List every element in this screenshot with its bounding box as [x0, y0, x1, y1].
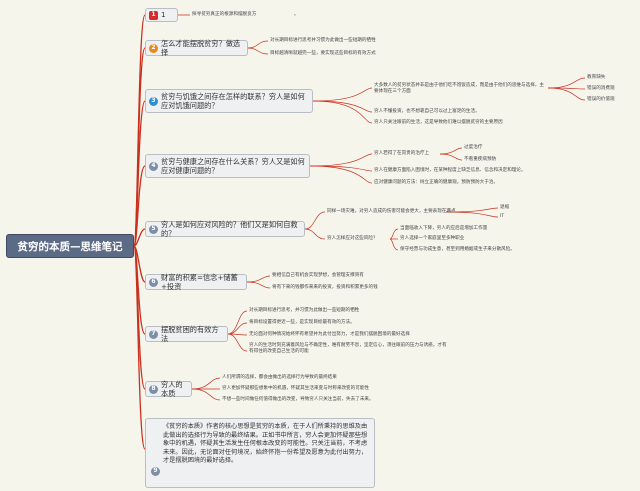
priority-3-icon: 3 — [149, 96, 158, 106]
branch-3-label: 贫穷与饥饿之间存在怎样的联系？穷人是如何应对饥饿问题的？ — [161, 91, 305, 110]
branch-6-label: 财富的积累=信念+储蓄+投资 — [161, 272, 238, 291]
branch-7-leaf[interactable]: 将目标设置得更近一些，是实现目标最有效的方法。 — [249, 320, 355, 325]
priority-4-icon: 4 — [149, 161, 158, 171]
branch-9-summary[interactable]: 9 《贫穷的本质》作者的核心思想是贫穷的本质，在于人们所秉持的思维及由此做出的选… — [145, 418, 375, 488]
branch-5-label: 穷人是如何应对风险的？他们又是如何自救的？ — [161, 219, 298, 238]
branch-2-leaf[interactable]: 目标越清晰就越完一些，要实现这些目标的有效方式 — [270, 51, 376, 56]
branch-1-leaf[interactable]: 。 — [294, 12, 299, 17]
branch-3-subleaf[interactable]: 错误的价值观 — [587, 97, 615, 102]
branch-1-label: 1 — [161, 10, 166, 20]
branch-3-topic[interactable]: 3 贫穷与饥饿之间存在怎样的联系？穷人是如何应对饥饿问题的？ — [145, 89, 313, 113]
branch-3-subleaf[interactable]: 错误的消费观 — [587, 86, 615, 91]
branch-5-subleaf[interactable]: IT — [500, 214, 505, 219]
priority-2-icon: 2 — [149, 43, 158, 53]
branch-9-text: 《贫穷的本质》作者的核心思想是贫穷的本质，在于人们所秉持的思维及由此做出的选择行… — [163, 423, 368, 465]
priority-7-icon: 7 — [149, 329, 158, 339]
branch-6-topic[interactable]: 6 财富的积累=信念+储蓄+投资 — [145, 272, 247, 291]
branch-1-topic[interactable]: 1 1 — [145, 8, 178, 22]
branch-3-leaf[interactable]: 穷人不懂投资，也不想靠自己可以过上富足的生活。 — [374, 109, 480, 114]
branch-8-leaf[interactable]: 穷人更加怀疑那些想象中的机遇，怀疑其生活来变与时称来改变的可能性 — [222, 386, 370, 391]
branch-8-topic[interactable]: 8 穷人的本质 — [145, 379, 192, 398]
priority-6-icon: 6 — [149, 277, 158, 287]
branch-3-subleaf[interactable]: 教育缺失 — [587, 75, 606, 80]
branch-4-label: 贫穷与健康之间存在什么关系？穷人又是如何应对健康问题的？ — [161, 156, 305, 175]
branch-2-label: 怎么才能摆脱贫穷？做选择 — [161, 38, 241, 57]
branch-7-leaf[interactable]: 对长期目标进行思考，并习惯为此做出一些短期的牺牲 — [249, 308, 360, 313]
root-title: 贫穷的本质—思维笔记 — [17, 240, 123, 253]
root-topic[interactable]: 贫穷的本质—思维笔记 — [6, 234, 134, 258]
branch-8-leaf[interactable]: 不想一些时间做任何值得做出的改变，导致穷人只关注当前，失去了未来。 — [222, 397, 374, 402]
branch-4-leaf[interactable]: 穷人若得了在昂贵的治疗上 — [374, 151, 430, 156]
branch-5-subleaf[interactable]: 退缩 — [500, 205, 510, 210]
branch-5-subleaf[interactable]: 保守经营与功成生意，甚至到用婚姻或生子来分散风险。 — [400, 247, 515, 252]
branch-6-leaf[interactable]: 将有下来的钱都作来来的投资，投资和积累更多的钱 — [272, 285, 378, 290]
priority-1-icon: 1 — [149, 10, 158, 20]
branch-7-leaf[interactable]: 无论面对何种情况始终怀有希望并为此付出努力，才是我们摆脱困境的最好选择 — [249, 332, 410, 337]
branch-1-leaf[interactable]: 探寻贫穷真正的根源和摆脱良方 — [192, 12, 257, 17]
branch-7-topic[interactable]: 7 摆脱贫困的有效方法 — [145, 324, 228, 343]
priority-5-icon: 5 — [149, 224, 158, 234]
branch-2-leaf[interactable]: 对长期目标进行思考并习惯为此做出一些短期的牺牲 — [270, 38, 376, 43]
branch-4-leaf[interactable]: 穷人在健康方面陷入困境时，在某种程度上缺乏信息、信念和决定和理论。 — [374, 168, 526, 173]
branch-5-leaf[interactable]: 穷人怎样应对这些风险？ — [327, 236, 378, 241]
branch-8-leaf[interactable]: 人们所谓的选择，都会由做出的选择行为导致的最终结果 — [222, 375, 337, 380]
branch-2-topic[interactable]: 2 怎么才能摆脱贫穷？做选择 — [145, 38, 248, 57]
branch-3-leaf[interactable]: 穷人只关注眼前的生活，这是导致他们难以摆脱贫穷的主要原因 — [374, 120, 503, 125]
branch-3-leaf[interactable]: 大多数人的贫穷状态并非是由于他们吃不饱饭造成，而是由于他们的思维与选择，主要体现… — [374, 83, 544, 94]
branch-5-subleaf[interactable]: 当面临收入下降，穷人的应后是增加工作量 — [400, 226, 488, 231]
branch-4-topic[interactable]: 4 贫穷与健康之间存在什么关系？穷人又是如何应对健康问题的？ — [145, 154, 310, 178]
branch-5-subleaf[interactable]: 穷人选择一个家庭里至多种职业 — [400, 236, 465, 241]
branch-5-topic[interactable]: 5 穷人是如何应对风险的？他们又是如何自救的？ — [145, 219, 305, 238]
branch-4-leaf[interactable]: 应对健康问题的方法：树立正确的健康观，预防预防大于治。 — [374, 180, 499, 185]
branch-7-leaf[interactable]: 穷人的生活时刻充满着风险与不确定性，唯有耐劳不息，坚定信心，须往眼前的压力与诱惑… — [249, 343, 447, 354]
branch-4-subleaf[interactable]: 过度治疗 — [464, 145, 483, 150]
branch-4-subleaf[interactable]: 不看重疾病预防 — [464, 157, 497, 162]
priority-9-icon: 9 — [151, 467, 160, 476]
branch-5-leaf[interactable]: 同样一场灾难，对穷人造成的伤害可能会更大，主要表现在两点 — [327, 209, 456, 214]
branch-6-leaf[interactable]: 要相信自己有机会实现梦想，会管理支撑资有 — [272, 273, 364, 278]
priority-8-icon: 8 — [149, 384, 158, 394]
branch-8-label: 穷人的本质 — [161, 379, 183, 398]
branch-7-label: 摆脱贫困的有效方法 — [161, 324, 219, 343]
